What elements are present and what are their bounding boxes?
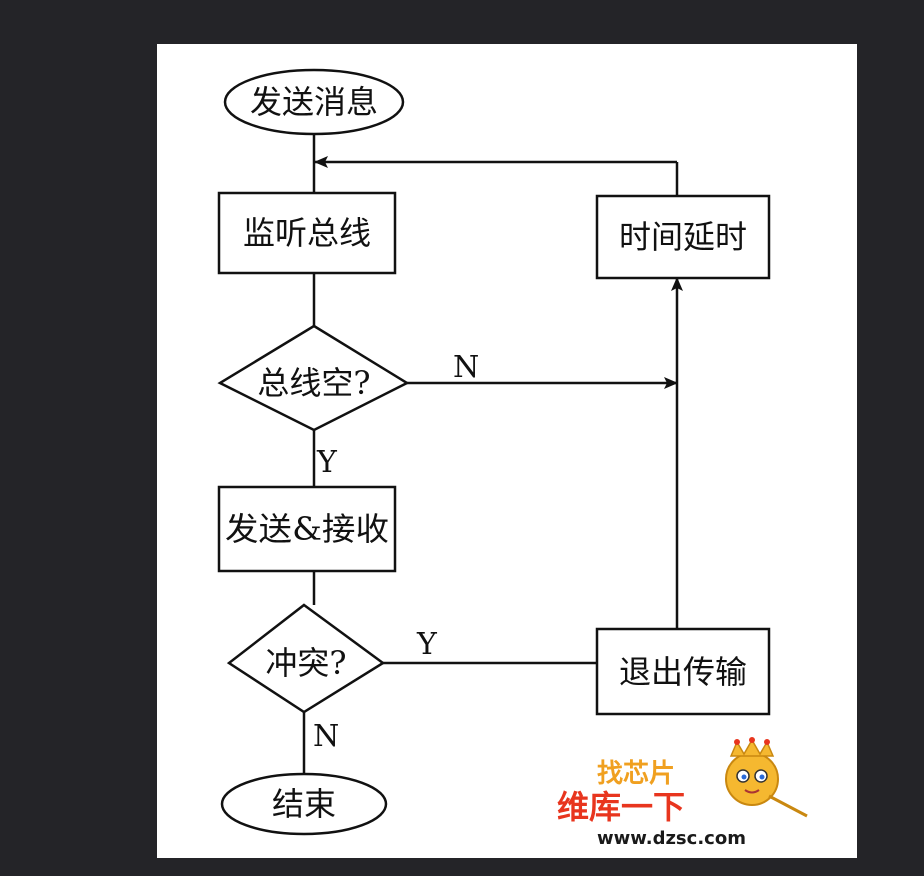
node-bus-idle: 总线空? (217, 324, 410, 432)
connectors (302, 134, 683, 774)
edge-label-bus-idle-no: N (453, 350, 479, 385)
node-send-receive: 发送&接收 (217, 485, 397, 573)
node-exit-transmission: 退出传输 (595, 627, 771, 716)
edge-label-collision-yes: Y (416, 627, 438, 662)
watermark-mascot (725, 737, 808, 818)
node-start-label: 发送消息 (250, 83, 378, 121)
watermark-brand: 维库一下 (557, 788, 685, 826)
node-exit-transmission-label: 退出传输 (619, 653, 747, 691)
node-collision-label: 冲突? (265, 644, 346, 682)
edge-label-collision-no: N (313, 719, 339, 754)
flowchart-page: 发送消息 监听总线 总线空? 发送&接收 冲突? 结束 (157, 44, 857, 858)
node-delay-label: 时间延时 (619, 218, 747, 256)
watermark-top: 找芯片 (597, 759, 675, 789)
node-bus-idle-label: 总线空? (257, 364, 370, 402)
node-collision: 冲突? (226, 603, 386, 714)
edge-label-bus-idle-yes: Y (316, 445, 338, 480)
node-delay: 时间延时 (595, 194, 771, 280)
flowchart: 发送消息 监听总线 总线空? 发送&接收 冲突? 结束 (217, 68, 808, 849)
node-send-receive-label: 发送&接收 (225, 510, 389, 548)
node-end: 结束 (220, 772, 388, 836)
node-listen-label: 监听总线 (243, 214, 371, 252)
node-listen: 监听总线 (217, 191, 397, 275)
node-end-label: 结束 (272, 785, 336, 823)
node-start: 发送消息 (223, 68, 405, 136)
watermark-url: www.dzsc.com (597, 828, 746, 849)
watermark: 找芯片 维库一下 www.dzsc.com (557, 737, 808, 849)
